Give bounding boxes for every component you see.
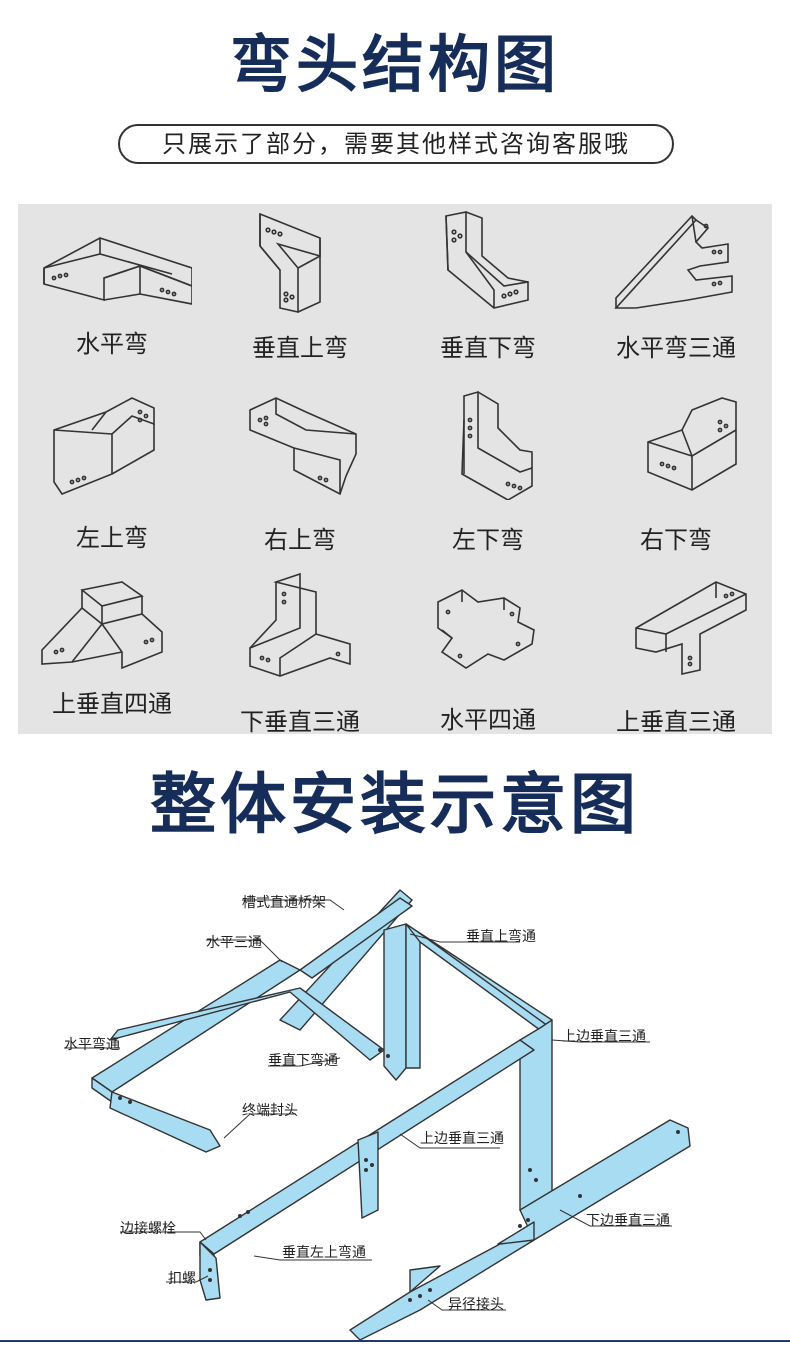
fitting-cell: 上垂直四通 (18, 568, 206, 744)
section-title-installation: 整体安装示意图 (150, 766, 640, 843)
left-down-elbow-icon (461, 390, 533, 500)
fitting-cell: 右上弯 (206, 386, 394, 562)
callout-side-bolt: 边接螺栓 (120, 1221, 176, 1237)
vertical-down-elbow-icon (445, 211, 529, 309)
installation-diagram: 槽式直通桥架 水平三通 垂直上弯通 水平弯通 垂直下弯通 上边垂直三通 终端封头… (0, 870, 790, 1340)
fittings-panel: 水平弯 垂直上弯 垂直下弯 (18, 204, 772, 736)
fitting-label: 下垂直三通 (240, 708, 360, 736)
left-up-elbow-icon (53, 397, 155, 495)
fitting-label: 右下弯 (640, 526, 712, 554)
fitting-label: 水平弯三通 (616, 334, 736, 362)
fitting-label: 垂直下弯 (440, 334, 536, 362)
section-title-elbow-structure: 弯头结构图 (229, 28, 560, 101)
callout-reducer: 异径接头 (448, 1297, 504, 1313)
right-down-elbow-icon (647, 397, 737, 491)
cable-tray-assembly-icon (64, 889, 691, 1340)
fitting-label: 垂直上弯 (252, 334, 348, 362)
callout-vertical-up-elbow: 垂直上弯通 (466, 929, 536, 945)
note-pill: 只展示了部分，需要其他样式咨询客服哦 (118, 124, 674, 164)
callout-trough-tray: 槽式直通桥架 (242, 895, 326, 911)
up-vertical-cross-icon (41, 581, 163, 670)
horizontal-cross-icon (437, 589, 535, 669)
fitting-cell: 下垂直三通 (206, 568, 394, 744)
callout-buckle-nut: 扣螺 (168, 1271, 196, 1287)
horizontal-elbow-icon (43, 237, 192, 305)
fitting-label: 上垂直四通 (52, 690, 172, 718)
fitting-cell: 水平四通 (394, 568, 582, 744)
callout-horizontal-elbow: 水平弯通 (64, 1037, 120, 1053)
bottom-divider (0, 1340, 790, 1342)
fitting-cell: 垂直下弯 (394, 204, 582, 380)
fitting-cell: 水平弯 (18, 204, 206, 380)
fitting-label: 左下弯 (452, 526, 524, 554)
callout-upper-side-tee-1: 上边垂直三通 (562, 1029, 646, 1045)
fitting-cell: 上垂直三通 (582, 568, 770, 744)
callout-upper-side-tee-2: 上边垂直三通 (420, 1131, 504, 1147)
callout-vertical-down-elbow: 垂直下弯通 (268, 1053, 338, 1069)
down-vertical-tee-icon (249, 572, 351, 677)
horizontal-tee-icon (614, 214, 733, 309)
fitting-label: 水平四通 (440, 706, 536, 734)
fitting-cell: 水平弯三通 (582, 204, 770, 380)
right-up-elbow-icon (249, 397, 357, 496)
fitting-label: 上垂直三通 (616, 708, 736, 736)
up-vertical-tee-icon (635, 581, 747, 675)
fitting-cell: 左下弯 (394, 386, 582, 562)
fitting-label: 左上弯 (76, 524, 148, 552)
callout-lower-side-tee: 下边垂直三通 (586, 1213, 670, 1229)
callout-horizontal-tee: 水平三通 (206, 935, 262, 951)
fitting-cell: 垂直上弯 (206, 204, 394, 380)
callout-vertical-left-up-elbow: 垂直左上弯通 (282, 1245, 366, 1261)
fitting-label: 水平弯 (76, 330, 148, 358)
vertical-up-elbow-icon (259, 212, 321, 313)
callout-end-cap: 终端封头 (242, 1103, 298, 1119)
fitting-label: 右上弯 (264, 526, 336, 554)
fitting-cell: 右下弯 (582, 386, 770, 562)
fitting-cell: 左上弯 (18, 386, 206, 562)
